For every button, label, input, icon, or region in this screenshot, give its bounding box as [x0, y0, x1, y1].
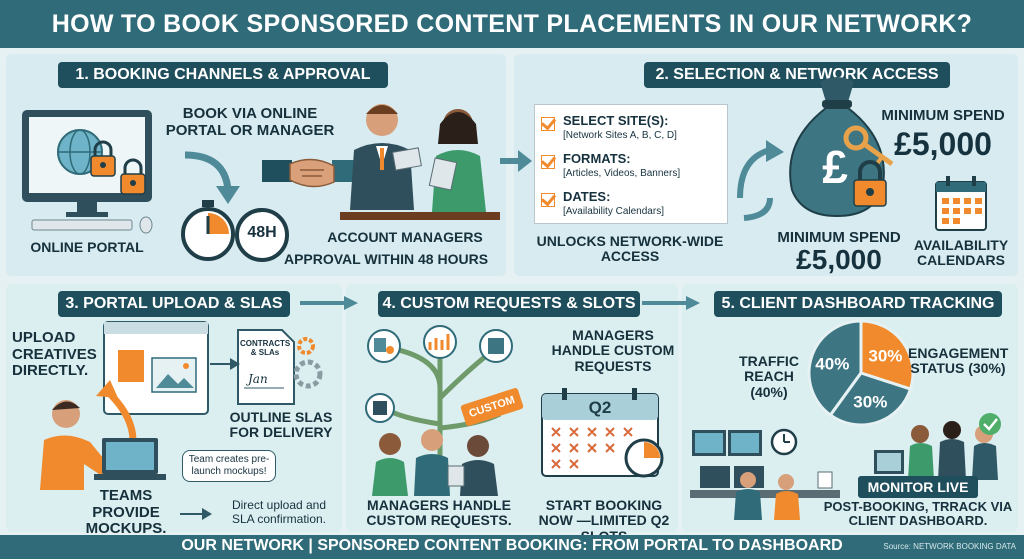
teams-provide-label: TEAMS PROVIDE MOCKUPS.: [85, 487, 167, 537]
account-managers-illustration: [340, 104, 500, 220]
signature-text: Jan: [248, 372, 268, 386]
account-managers-label: ACCOUNT MANAGERS: [327, 229, 483, 245]
browser-window-icon: [103, 321, 209, 415]
section-2-title: 2. SELECTION & NETWORK ACCESS: [644, 62, 950, 88]
online-portal-monitor-icon: [22, 110, 153, 234]
pound-symbol: £: [822, 141, 848, 193]
managers-custom-label-top: MANAGERS HANDLE CUSTOM REQUESTS: [551, 327, 675, 374]
minimum-spend-label-bottom: MINIMUM SPEND: [777, 229, 901, 246]
arrow-right-icon: [180, 508, 212, 520]
pie-label-2: 30%: [853, 393, 887, 412]
cycle-arrows-icon: [737, 140, 784, 221]
checklist-heading: FORMATS:: [563, 151, 631, 166]
availability-calendars-label: AVAILABILITY CALENDARS: [913, 237, 1009, 269]
managers-custom-label-bottom: MANAGERS HANDLE CUSTOM REQUESTS.: [366, 497, 512, 529]
calendar-icon: [935, 176, 987, 231]
curved-arrow-icon: [184, 151, 240, 204]
pie-label-0: 40%: [815, 355, 849, 374]
footer-bar: OUR NETWORK | SPONSORED CONTENT BOOKING:…: [0, 535, 1024, 559]
checkbox-checked-icon: [541, 155, 555, 169]
mockups-speech-bubble: Team creates pre-launch mockups!: [182, 450, 276, 482]
q2-calendar-label: Q2: [588, 398, 612, 417]
checkbox-checked-icon: [541, 117, 555, 131]
upload-creatives-label: UPLOAD CREATIVES DIRECTLY.: [12, 329, 97, 379]
arrow-right-icon: [300, 296, 358, 310]
page-title: HOW TO BOOK SPONSORED CONTENT PLACEMENTS…: [0, 0, 1024, 48]
book-via-label: BOOK VIA ONLINE PORTAL OR MANAGER: [165, 105, 335, 139]
traffic-reach-label: TRAFFIC REACH (40%): [739, 353, 799, 400]
arrow-right-icon: [210, 358, 240, 370]
padlock-icon: [853, 160, 887, 207]
post-booking-label: POST-BOOKING, TRRACK VIA CLIENT DASHBOAR…: [823, 499, 1013, 529]
timer-label: 48H: [247, 224, 277, 241]
selection-checklist: SELECT SITE(S): [Network Sites A, B, C, …: [534, 104, 728, 224]
minimum-spend-label-top: MINIMUM SPEND: [881, 107, 1005, 124]
contract-document-icon: [237, 329, 295, 405]
stopwatch-icon: [181, 200, 235, 261]
dashboard-pie-chart: 40%30%30%: [807, 319, 915, 427]
section-3-title: 3. PORTAL UPLOAD & SLAS: [58, 291, 290, 317]
outline-slas-label: OUTLINE SLAS FOR DELIVERY: [229, 409, 333, 441]
pie-slice-0: [807, 319, 863, 418]
direct-upload-note: Direct upload and SLA confirmation.: [231, 498, 327, 527]
managers-group-illustration: [372, 429, 498, 496]
pie-slice-2: [828, 371, 913, 427]
arrow-right-icon: [500, 150, 532, 172]
48h-clock-icon: [235, 207, 289, 262]
minimum-spend-value-bottom: £5,000: [796, 244, 882, 275]
online-portal-label: ONLINE PORTAL: [30, 239, 144, 255]
footer-title: OUR NETWORK | SPONSORED CONTENT BOOKING:…: [181, 537, 843, 554]
section-5-title: 5. CLIENT DASHBOARD TRACKING: [714, 291, 1002, 317]
monitoring-scene-illustration: [690, 413, 1001, 520]
arrow-right-icon: [642, 296, 700, 310]
contracts-doc-label: CONTRACTS & SLAs: [240, 339, 291, 357]
checklist-value: [Articles, Videos, Banners]: [563, 168, 681, 179]
checklist-heading: SELECT SITE(S):: [563, 113, 669, 128]
section-4-title: 4. CUSTOM REQUESTS & SLOTS: [378, 291, 640, 317]
section-1-title: 1. BOOKING CHANNELS & APPROVAL: [58, 62, 388, 88]
minimum-spend-value-top: £5,000: [894, 126, 992, 162]
footer-source: Source: NETWORK BOOKING DATA: [883, 542, 1016, 551]
approval-label: APPROVAL WITHIN 48 HOURS: [283, 251, 489, 267]
person-laptop-illustration: [40, 380, 166, 490]
unlocks-label: UNLOCKS NETWORK-WIDE ACCESS: [536, 233, 724, 265]
lock-icon-2: [120, 158, 146, 195]
request-tree-illustration: [365, 325, 513, 468]
checklist-heading: DATES:: [563, 189, 611, 204]
gear-icon: [293, 337, 323, 389]
pie-label-1: 30%: [868, 346, 902, 365]
monitor-live-badge: MONITOR LIVE: [858, 476, 978, 498]
lock-icon: [90, 140, 116, 177]
checklist-value: [Network Sites A, B, C, D]: [563, 130, 677, 141]
checklist-value: [Availability Calendars]: [563, 206, 664, 217]
q2-calendar-icon: [541, 388, 664, 478]
pie-slice-1: [859, 319, 915, 391]
checkbox-checked-icon: [541, 193, 555, 207]
engagement-status-label: ENGAGEMENT STATUS (30%): [908, 345, 1009, 377]
